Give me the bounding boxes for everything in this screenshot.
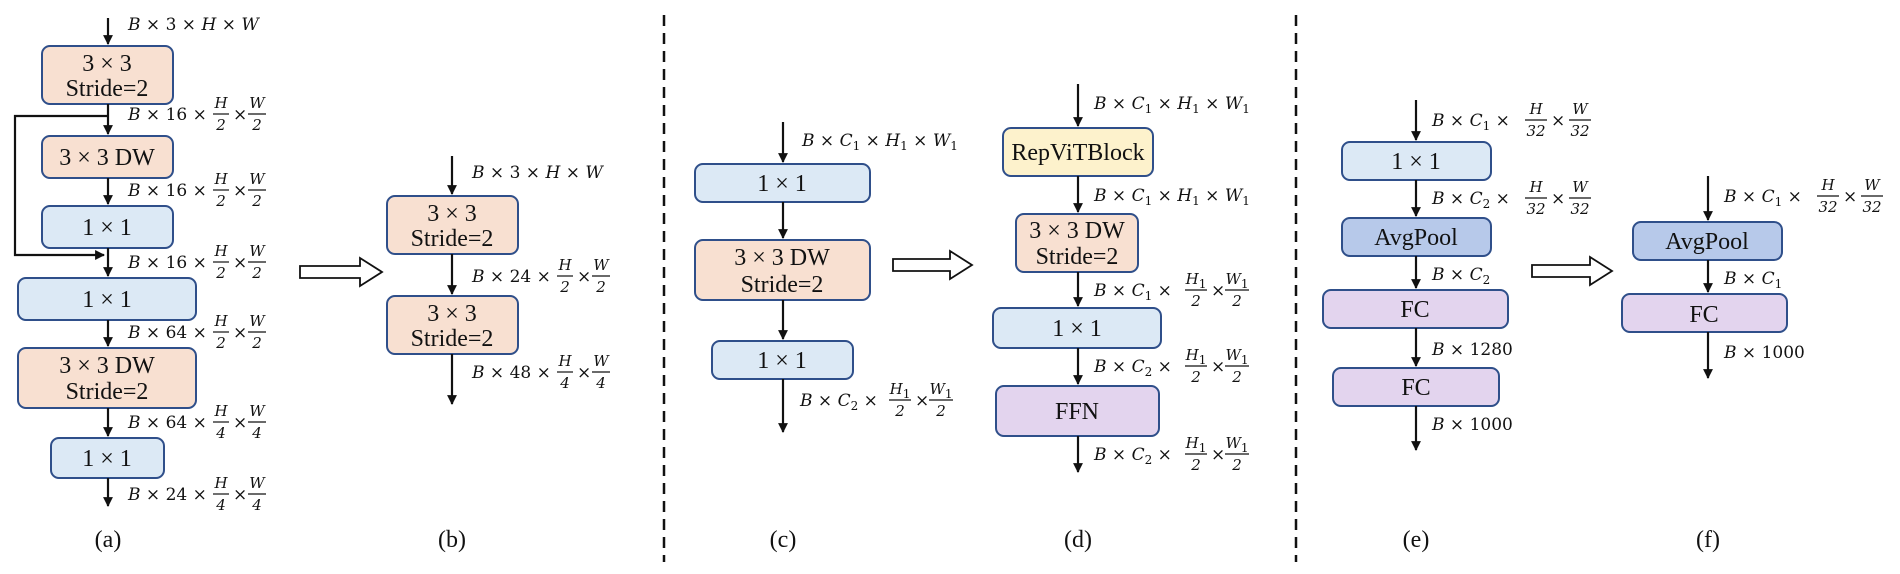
svg-text:×: × [1551, 111, 1565, 131]
svg-text:1 × 1: 1 × 1 [757, 171, 807, 197]
svg-text:×: × [233, 323, 247, 343]
panel-e: × 1 × 1 × AvgPool B × C2 FC B × 1280 FC … [1322, 99, 1592, 553]
svg-text:Stride=2: Stride=2 [66, 379, 149, 405]
svg-text:3 × 3 DW: 3 × 3 DW [734, 245, 830, 271]
panel-a: 3 × 3 Stride=2 × 3 × 3 DW × 1 × 1 × 1 × … [13, 15, 267, 553]
svg-text:Stride=2: Stride=2 [411, 326, 494, 352]
svg-text:B × 1000: B × 1000 [1723, 343, 1805, 363]
svg-text:3 × 3: 3 × 3 [427, 201, 477, 227]
svg-text:FC: FC [1400, 297, 1429, 323]
svg-text:×: × [577, 267, 591, 287]
svg-text:×: × [1211, 445, 1225, 465]
panel-d: RepViTBlock 3 × 3 DW Stride=2 × 1 × 1 × … [992, 84, 1250, 553]
svg-text:B × 1280: B × 1280 [1431, 340, 1513, 360]
panel-f: × AvgPool B × C1 FC B × 1000 (f) [1621, 175, 1884, 553]
svg-text:3 × 3: 3 × 3 [82, 51, 132, 77]
transform-arrow-ef [1531, 255, 1614, 287]
caption-d: (d) [1064, 527, 1092, 553]
svg-text:×: × [1211, 281, 1225, 301]
svg-text:×: × [915, 391, 929, 411]
svg-text:1 × 1: 1 × 1 [1052, 316, 1102, 342]
svg-text:AvgPool: AvgPool [1374, 225, 1458, 251]
a-skip-connection [13, 114, 108, 260]
caption-c: (c) [770, 527, 797, 553]
svg-text:×: × [233, 413, 247, 433]
svg-text:×: × [577, 363, 591, 383]
caption-b: (b) [438, 527, 466, 553]
svg-text:×: × [233, 485, 247, 505]
panel-b: 3 × 3 Stride=2 × 3 × 3 Stride=2 × (b) [386, 156, 611, 553]
svg-text:3 × 3 DW: 3 × 3 DW [59, 353, 155, 379]
svg-text:AvgPool: AvgPool [1665, 229, 1749, 255]
svg-text:1 × 1: 1 × 1 [82, 287, 132, 313]
svg-text:Stride=2: Stride=2 [66, 76, 149, 102]
svg-text:RepViTBlock: RepViTBlock [1011, 140, 1144, 166]
svg-text:Stride=2: Stride=2 [741, 272, 824, 298]
svg-text:×: × [1843, 187, 1857, 207]
svg-text:1 × 1: 1 × 1 [82, 446, 132, 472]
svg-text:×: × [1551, 189, 1565, 209]
svg-text:B × 1000: B × 1000 [1431, 415, 1513, 435]
svg-text:FFN: FFN [1055, 399, 1099, 425]
svg-text:3 × 3: 3 × 3 [427, 301, 477, 327]
svg-text:FC: FC [1689, 302, 1718, 328]
svg-text:1 × 1: 1 × 1 [757, 348, 807, 374]
svg-text:×: × [233, 253, 247, 273]
svg-text:×: × [233, 105, 247, 125]
svg-text:B × C2: B × C2 [1431, 265, 1490, 287]
svg-text:3 × 3 DW: 3 × 3 DW [1029, 218, 1125, 244]
f-fc-block [1621, 293, 1788, 333]
panel-c: 1 × 1 3 × 3 DW Stride=2 1 × 1 × (c) [694, 122, 958, 553]
svg-text:FC: FC [1401, 375, 1430, 401]
svg-text:1 × 1: 1 × 1 [82, 215, 132, 241]
caption-f: (f) [1696, 527, 1720, 553]
svg-text:B × C1: B × C1 [1723, 269, 1782, 291]
svg-text:Stride=2: Stride=2 [1036, 244, 1119, 270]
svg-text:3 × 3 DW: 3 × 3 DW [59, 145, 155, 171]
svg-text:×: × [233, 181, 247, 201]
transform-arrow-cd [892, 249, 974, 281]
transform-arrow-ab [299, 256, 384, 288]
caption-a: (a) [95, 527, 122, 553]
caption-e: (e) [1403, 527, 1430, 553]
svg-text:1 × 1: 1 × 1 [1391, 149, 1441, 175]
svg-text:Stride=2: Stride=2 [411, 226, 494, 252]
svg-text:×: × [1211, 357, 1225, 377]
